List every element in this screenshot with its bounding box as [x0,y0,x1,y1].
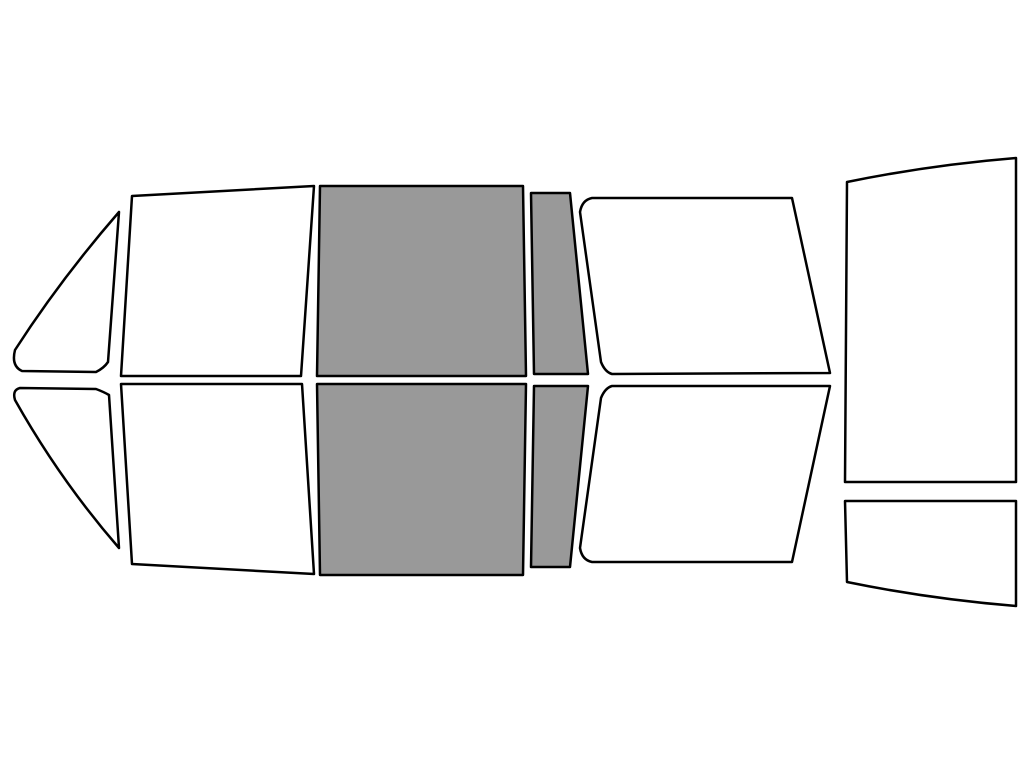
rear-quarter-strip-lower-panel [529,384,590,569]
back-glass-panel [843,156,1018,484]
rear-quarter-strip-upper-panel [529,191,590,376]
back-strip-panel [843,499,1018,608]
rear-side-lower-panel [578,384,832,564]
left-front-quarter-upper-panel [12,210,121,374]
front-door-lower-panel [119,382,316,576]
rear-side-upper-panel [578,196,832,376]
front-door-upper-panel [119,184,316,378]
rear-door-upper-panel [315,184,528,378]
rear-door-lower-panel [315,382,528,577]
left-front-quarter-lower-panel [12,386,121,550]
